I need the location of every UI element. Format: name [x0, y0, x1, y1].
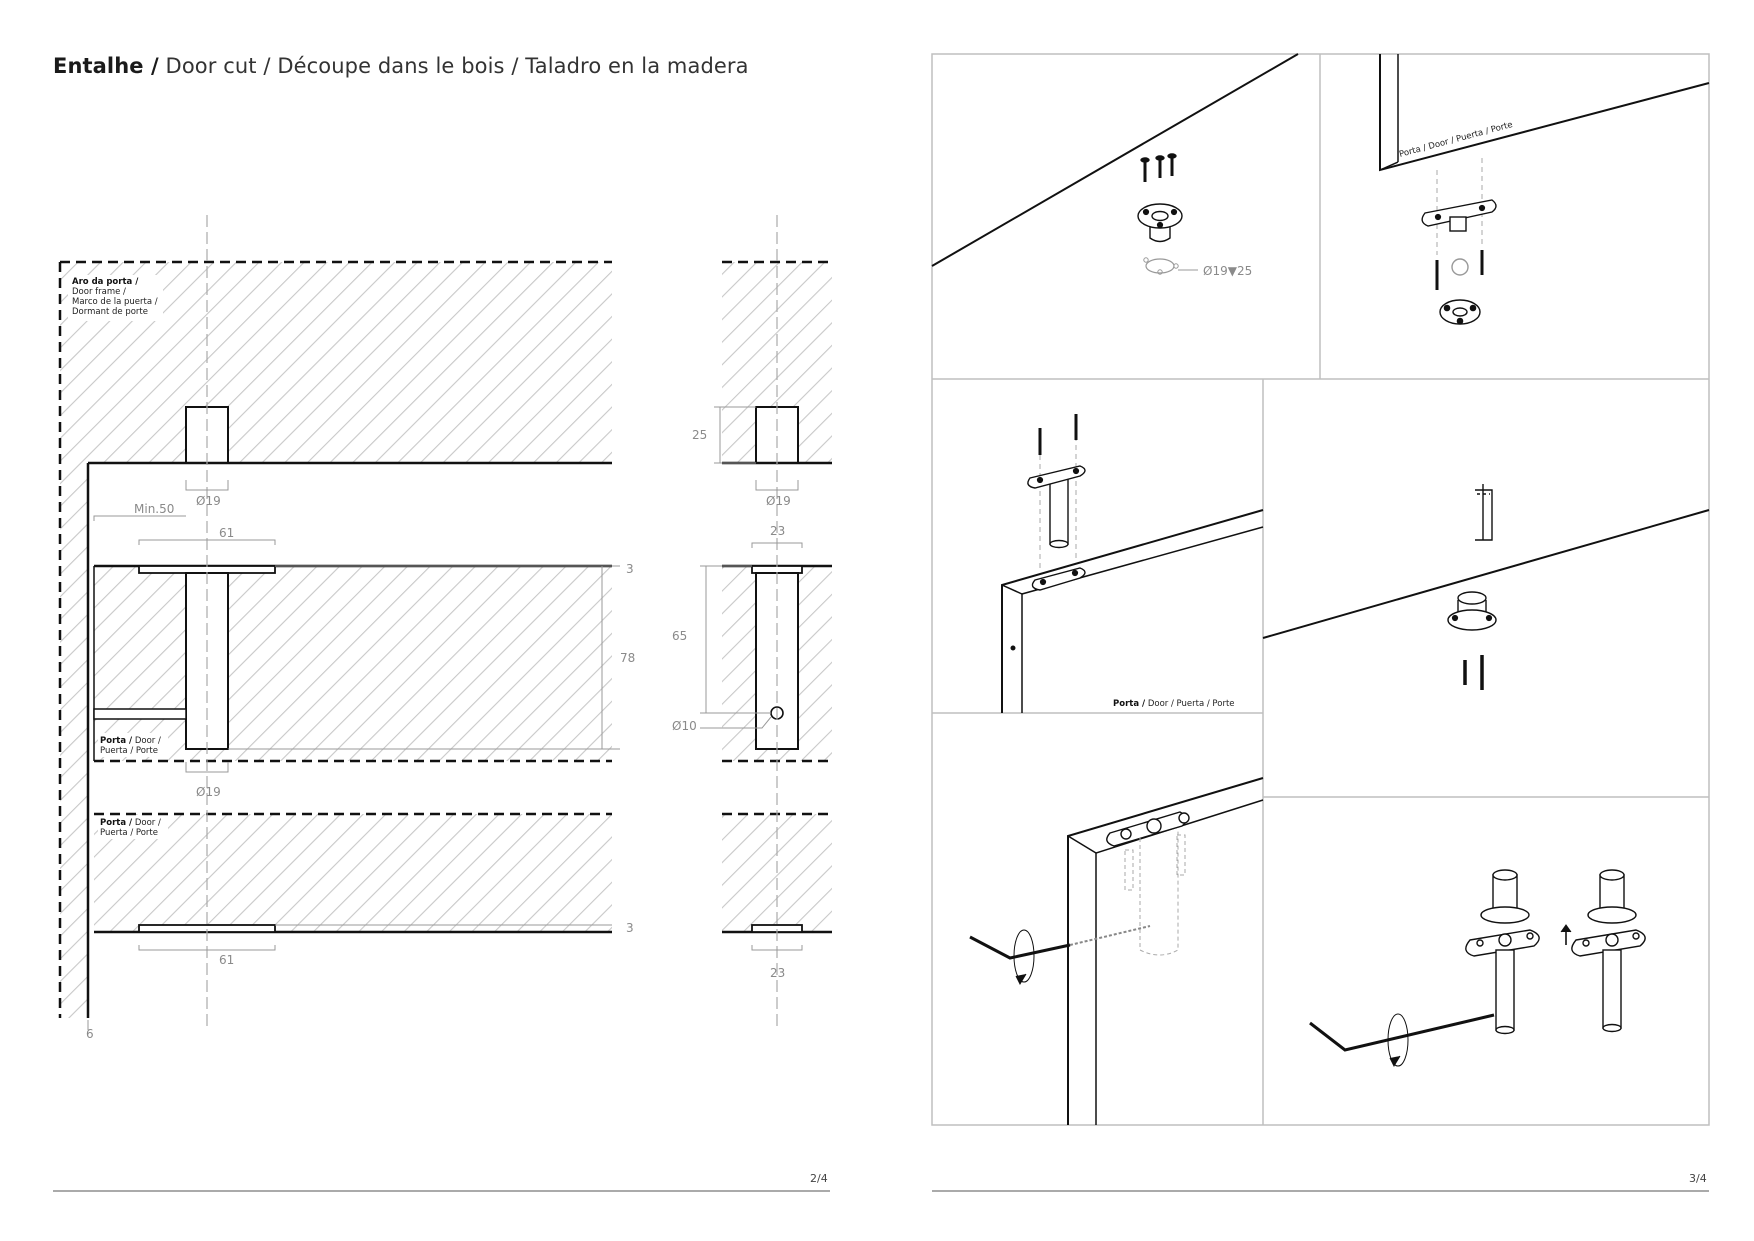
- dim-d19-mid: Ø19: [196, 785, 221, 799]
- step-frame-bushing: [931, 53, 1299, 275]
- svg-text:Aro da porta /: Aro da porta /: [72, 277, 139, 287]
- door-frame-label: Aro da porta / Door frame / Marco de la …: [72, 277, 158, 317]
- dim-d19-top-right: Ø19: [766, 494, 791, 508]
- dim-depth-25: 25: [692, 428, 707, 442]
- drill-spec: Ø19▼25: [1203, 264, 1252, 278]
- dim-h65: 65: [672, 629, 687, 643]
- door-cut-section-main: Ø19 Min.50 61 3 78 Ø19 3 61 6 Aro da por…: [58, 215, 635, 1041]
- svg-text:Porta / Door /: Porta / Door /: [100, 818, 161, 828]
- plate-recess-upper: [138, 565, 276, 574]
- step3-door-label: Porta / Door / Puerta / Porte: [1113, 699, 1235, 709]
- dim-six: 6: [86, 1027, 94, 1041]
- step-allen-key-door: [969, 777, 1264, 1125]
- instruction-panels: [931, 53, 1710, 1126]
- dim-t3-bottom: 3: [626, 921, 634, 935]
- door-cut-section-side: 25 Ø19 23 65 Ø10 23: [672, 215, 832, 1030]
- dim-w61-top: 61: [219, 526, 234, 540]
- dim-t3-top: 3: [626, 562, 634, 576]
- step-allen-key-pin: [1309, 869, 1646, 1068]
- title-rest: Door cut / Découpe dans le bois / Taladr…: [158, 54, 749, 78]
- step-bushing-screws: [1262, 484, 1710, 690]
- door-lower-label: Porta / Door / Puerta / Porte: [100, 818, 161, 838]
- svg-text:Porta / Door /: Porta / Door /: [100, 736, 161, 746]
- svg-text:Marco de la puerta /: Marco de la puerta /: [72, 297, 158, 307]
- title-bold: Entalhe /: [53, 54, 159, 78]
- step-door-plate: [1379, 54, 1710, 325]
- svg-text:Door frame /: Door frame /: [72, 287, 126, 297]
- page-title: Entalhe / Door cut / Découpe dans le boi…: [53, 54, 749, 78]
- dim-d19-top-left: Ø19: [196, 494, 221, 508]
- door-upper-hatch: [94, 566, 612, 761]
- dim-w23-bottom: 23: [770, 966, 785, 980]
- svg-text:Puerta / Porte: Puerta / Porte: [100, 828, 158, 838]
- dim-min50: Min.50: [134, 502, 174, 516]
- page-number-right: 3/4: [1689, 1172, 1707, 1185]
- step-door-top-pin: [1001, 414, 1264, 713]
- dim-w23-top: 23: [770, 524, 785, 538]
- door-lower-hatch: [94, 814, 612, 932]
- dim-h78: 78: [620, 651, 635, 665]
- page-number-left: 2/4: [810, 1172, 828, 1185]
- door-upper-label: Porta / Door / Puerta / Porte: [100, 736, 161, 756]
- dim-d10: Ø10: [672, 719, 697, 733]
- svg-text:Puerta / Porte: Puerta / Porte: [100, 746, 158, 756]
- svg-text:Dormant de porte: Dormant de porte: [72, 307, 148, 317]
- dim-w61-bottom: 61: [219, 953, 234, 967]
